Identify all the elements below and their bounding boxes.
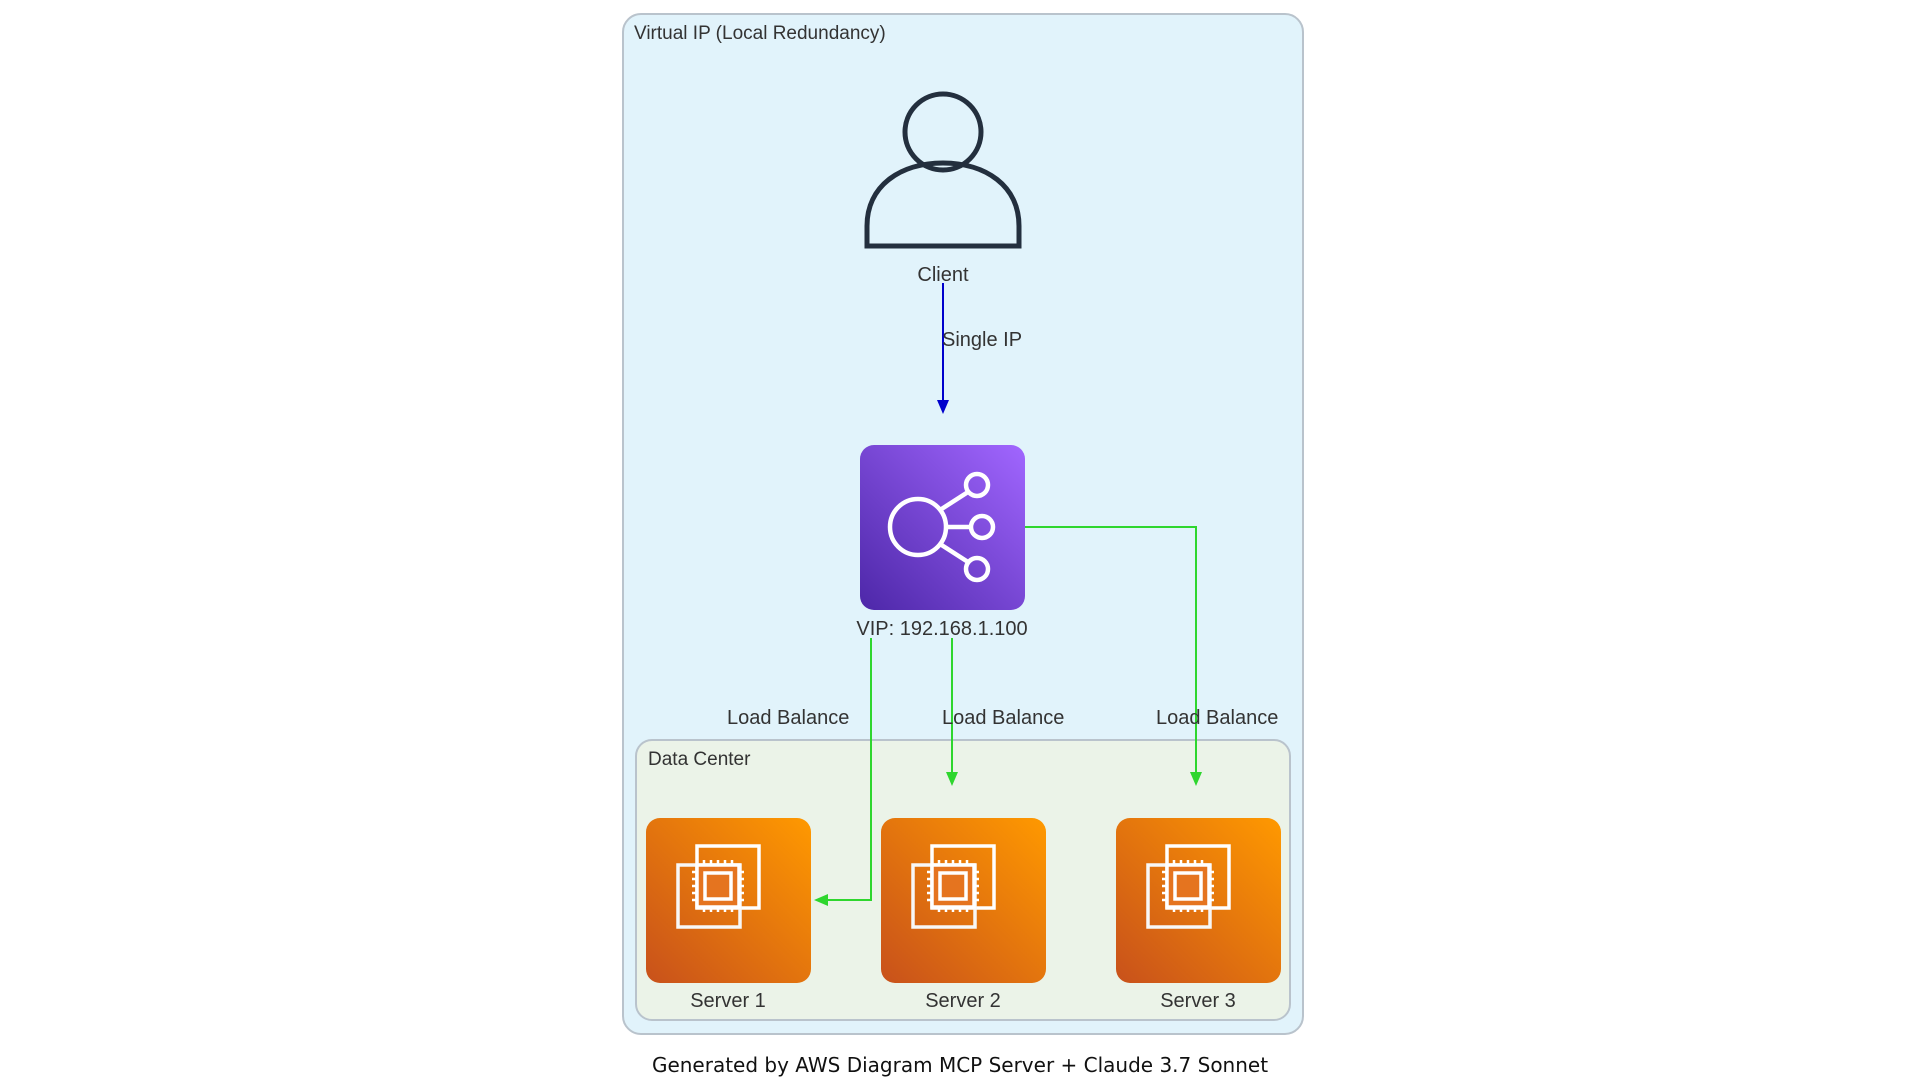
user-icon xyxy=(864,91,1022,249)
edge-label-load-balance-3: Load Balance xyxy=(1156,707,1278,729)
client-label: Client xyxy=(917,264,969,286)
vip-label: VIP: 192.168.1.100 xyxy=(856,618,1027,640)
outer-cluster-label: Virtual IP (Local Redundancy) xyxy=(634,23,886,44)
server3-node[interactable] xyxy=(1116,818,1281,983)
server3-label: Server 3 xyxy=(1160,990,1236,1012)
server1-label: Server 1 xyxy=(690,990,766,1012)
edge-label-load-balance-1: Load Balance xyxy=(727,707,849,729)
server1-node[interactable] xyxy=(646,818,811,983)
edge-vip-to-server2 xyxy=(946,638,958,786)
server2-label: Server 2 xyxy=(925,990,1001,1012)
server2-node[interactable] xyxy=(881,818,1046,983)
elastic-load-balancing-icon xyxy=(887,471,996,583)
edge-vip-to-server1 xyxy=(814,638,872,906)
footer-caption: Generated by AWS Diagram MCP Server + Cl… xyxy=(651,1053,1269,1077)
vip-node[interactable] xyxy=(860,445,1025,610)
edge-label-single-ip: Single IP xyxy=(942,329,1022,351)
edge-vip-to-server3 xyxy=(1025,526,1202,786)
inner-cluster-label: Data Center xyxy=(648,749,751,770)
edge-label-load-balance-2: Load Balance xyxy=(942,707,1064,729)
edge-client-to-vip xyxy=(937,283,949,414)
